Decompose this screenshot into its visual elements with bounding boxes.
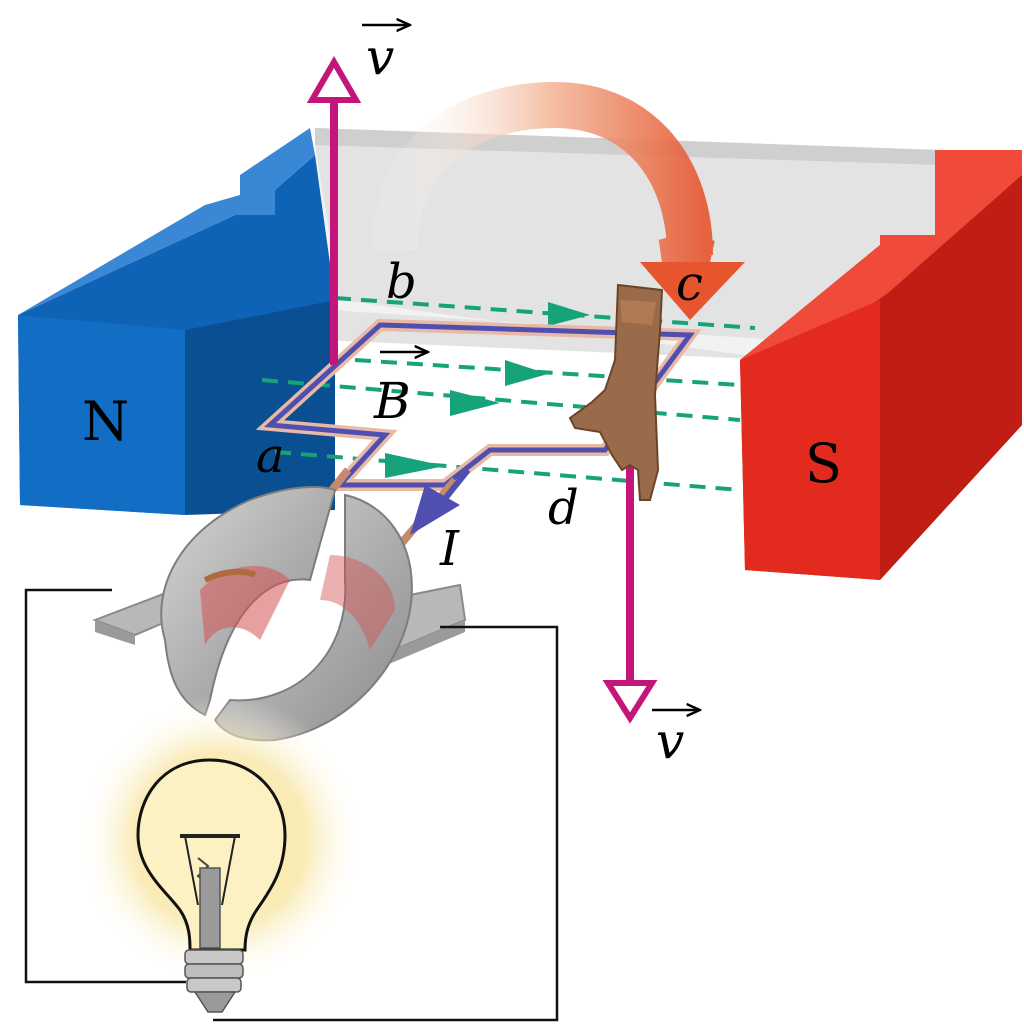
slip-ring xyxy=(92,486,467,742)
south-label: S xyxy=(805,432,842,495)
wire-left xyxy=(24,588,186,984)
corner-label-c: c xyxy=(676,256,703,312)
corner-label-b: b xyxy=(386,254,417,310)
corner-label-a: a xyxy=(256,428,285,484)
field-label: B xyxy=(373,372,411,430)
north-magnet: N xyxy=(18,128,335,515)
velocity-label-top: v xyxy=(366,28,394,86)
velocity-label-bottom: v xyxy=(656,712,684,770)
field-arrowhead-3 xyxy=(450,390,500,416)
current-arrow xyxy=(410,468,471,535)
light-bulb-icon xyxy=(75,695,365,1013)
north-label: N xyxy=(82,390,129,453)
circuit-wires xyxy=(24,588,559,1022)
field-arrowhead-2 xyxy=(505,360,548,386)
vector-overarrows xyxy=(362,25,700,710)
curved-rotation-arrow-icon xyxy=(372,81,745,320)
field-arrowheads xyxy=(385,302,590,478)
wire-right xyxy=(213,625,559,1022)
field-arrowhead-1 xyxy=(548,302,590,326)
south-magnet: S xyxy=(740,150,1022,580)
field-line-1 xyxy=(334,296,756,330)
right-hand-icon xyxy=(568,283,664,501)
velocity-arrow-up xyxy=(306,56,362,365)
field-lines xyxy=(261,296,756,492)
field-line-3 xyxy=(261,378,741,422)
corner-label-d: d xyxy=(548,480,579,536)
field-line-2 xyxy=(354,358,741,387)
field-arrowhead-4 xyxy=(385,453,445,478)
current-label: I xyxy=(439,521,460,577)
